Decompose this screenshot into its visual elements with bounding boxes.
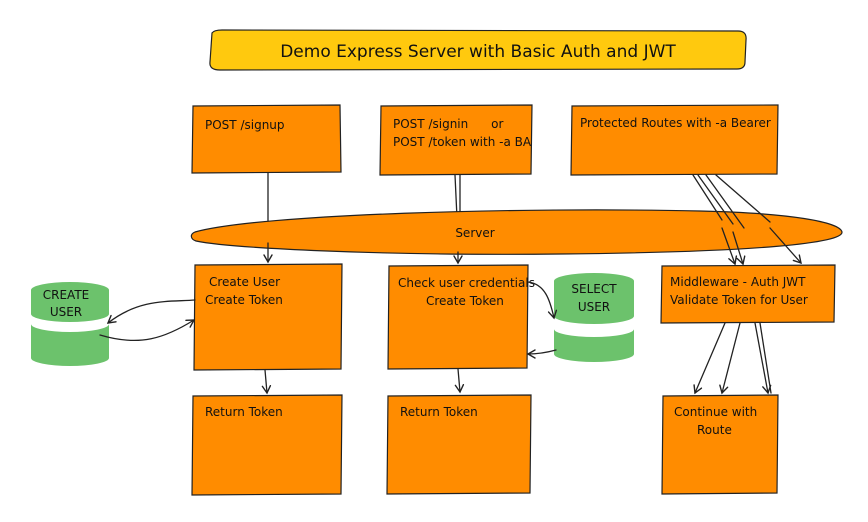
post-signin-label-2: POST /token with -a BA xyxy=(393,135,532,149)
middleware-to-continue-arrow-2 xyxy=(719,322,741,395)
middleware-label-1: Middleware - Auth JWT xyxy=(670,275,806,289)
middleware-to-continue-arrow-3 xyxy=(754,322,772,395)
protected-line-3 xyxy=(705,174,745,229)
create-user-db-label-1: CREATE xyxy=(43,288,90,302)
protected-routes-label: Protected Routes with -a Bearer xyxy=(580,116,771,130)
create-user-label-2: Create Token xyxy=(205,293,283,307)
continue-route-box: Continue with Route xyxy=(661,394,779,495)
create-user-to-return-arrow xyxy=(261,369,272,395)
create-user-to-db-arrow xyxy=(106,299,196,324)
create-user-label-1: Create User xyxy=(209,275,280,289)
protected-line-1 xyxy=(692,174,723,221)
check-credentials-label-1: Check user credentials xyxy=(398,276,535,290)
protected-line-2 xyxy=(697,174,734,225)
protected-to-middleware-arrow-2 xyxy=(732,231,746,266)
db-to-check-credentials-arrow xyxy=(526,349,557,359)
post-signin-box: POST /signin or POST /token with -a BA xyxy=(379,104,533,176)
signin-to-server-line-a xyxy=(454,174,458,219)
return-token-label-1: Return Token xyxy=(205,405,283,419)
continue-route-label-2: Route xyxy=(697,423,732,437)
return-token-label-2: Return Token xyxy=(400,405,478,419)
create-user-database: CREATE USER xyxy=(31,282,109,366)
middleware-to-continue-line-4 xyxy=(759,322,772,394)
title-banner: Demo Express Server with Basic Auth and … xyxy=(209,29,747,71)
middleware-to-continue-arrow-1 xyxy=(693,322,726,395)
return-token-box-2: Return Token xyxy=(386,394,532,495)
select-user-db-label-1: SELECT xyxy=(571,282,617,296)
return-token-box-1: Return Token xyxy=(191,394,343,496)
middleware-box: Middleware - Auth JWT Validate Token for… xyxy=(660,264,836,324)
select-user-database: SELECT USER xyxy=(554,273,634,362)
diagram-title: Demo Express Server with Basic Auth and … xyxy=(280,42,676,62)
server-bar: Server xyxy=(190,209,843,255)
post-signin-label-1: POST /signin or xyxy=(393,117,503,131)
check-credentials-label-2: Create Token xyxy=(426,294,504,308)
check-credentials-to-db-arrow xyxy=(527,281,558,320)
db-to-create-user-arrow xyxy=(99,319,196,342)
post-signup-label: POST /signup xyxy=(205,118,285,132)
protected-to-middleware-arrow-3 xyxy=(769,227,802,265)
select-user-db-label-2: USER xyxy=(578,300,610,314)
continue-route-label-1: Continue with xyxy=(674,405,757,419)
protected-line-4 xyxy=(715,174,771,223)
middleware-label-2: Validate Token for User xyxy=(670,293,808,307)
post-signup-box: POST /signup xyxy=(191,104,342,174)
protected-to-middleware-arrow-1 xyxy=(721,227,738,266)
check-credentials-box: Check user credentials Create Token xyxy=(387,264,535,370)
protected-routes-box: Protected Routes with -a Bearer xyxy=(570,104,779,176)
create-user-box: Create User Create Token xyxy=(193,263,343,371)
server-label: Server xyxy=(455,226,494,240)
check-credentials-to-return-arrow xyxy=(454,368,465,394)
create-user-db-label-2: USER xyxy=(50,305,82,319)
